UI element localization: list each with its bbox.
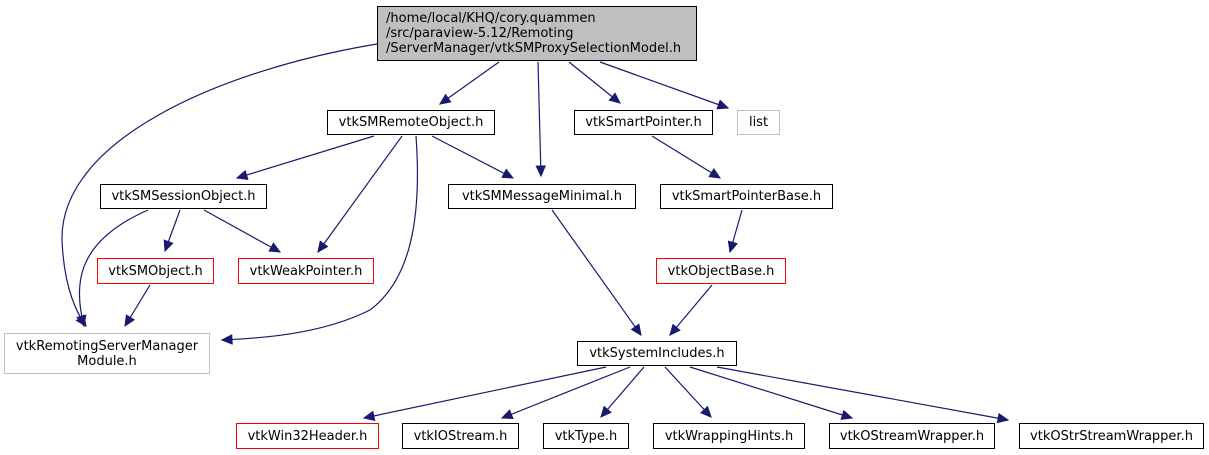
edge-objectbase-to-systemincludes — [669, 284, 713, 336]
edge-systemincludes-to-ostreamwrapper — [689, 366, 853, 419]
arrowhead-objectbase-to-systemincludes — [669, 323, 681, 336]
arrowhead-sessionobject-to-smobject — [163, 239, 174, 253]
arrowhead-root-to-remoteobject — [439, 93, 452, 105]
node-vtksmsessionobject[interactable]: vtkSMSessionObject.h — [100, 184, 267, 209]
arrowhead-systemincludes-to-type — [600, 405, 612, 418]
node-vtkostreamwrapper[interactable]: vtkOStreamWrapper.h — [829, 423, 995, 449]
node-vtkostrstreamwrapper[interactable]: vtkOStrStreamWrapper.h — [1019, 423, 1204, 449]
node-vtkiostream[interactable]: vtkIOStream.h — [402, 423, 519, 449]
node-vtksmartpointer[interactable]: vtkSmartPointer.h — [574, 110, 713, 135]
arrowhead-remoteobject-to-sessionobject — [235, 169, 249, 180]
edge-remoteobject-to-sessionobject — [236, 135, 375, 179]
node-vtktype[interactable]: vtkType.h — [543, 423, 629, 449]
arrowhead-messageminimal-to-systemincludes — [630, 323, 642, 337]
edge-systemincludes-to-iostream — [501, 366, 631, 419]
edge-remoteobject-to-module — [221, 135, 419, 341]
node-vtksmremoteobject[interactable]: vtkSMRemoteObject.h — [327, 110, 495, 135]
node-vtksmartpointerbase[interactable]: vtkSmartPointerBase.h — [660, 184, 833, 209]
edge-systemincludes-to-wrappinghints — [664, 366, 712, 418]
arrowhead-smartpointerbase-to-objectbase — [727, 240, 738, 254]
node-vtkweakpointer: vtkWeakPointer.h — [238, 258, 374, 284]
edge-root-to-messageminimal — [537, 61, 542, 177]
arrowhead-sessionobject-to-weakpointer — [268, 242, 282, 253]
arrowhead-remoteobject-to-messageminimal — [501, 168, 515, 179]
edge-systemincludes-to-ostrstreamwrapper — [716, 366, 1009, 421]
arrowhead-root-to-list — [716, 99, 730, 110]
edge-messageminimal-to-systemincludes — [551, 209, 642, 336]
edge-sessionobject-to-weakpointer — [203, 209, 281, 253]
node-vtkobjectbase: vtkObjectBase.h — [656, 258, 786, 284]
edge-systemincludes-to-type — [600, 366, 645, 418]
arrowhead-root-to-messageminimal — [535, 165, 546, 178]
node-vtksmmessageminimal[interactable]: vtkSMMessageMinimal.h — [448, 184, 636, 209]
edge-smartpointer-to-smartpointerbase — [651, 135, 721, 179]
arrowhead-systemincludes-to-ostrstreamwrapper — [996, 412, 1010, 424]
node-vtksystemincludes[interactable]: vtkSystemIncludes.h — [577, 341, 737, 366]
arrowhead-sessionobject-to-module — [76, 314, 87, 328]
node-vtkwin32header: vtkWin32Header.h — [236, 423, 379, 449]
arrowhead-smartpointer-to-smartpointerbase — [708, 168, 722, 179]
arrowhead-root-to-smartpointer — [608, 92, 621, 104]
edge-root-to-module — [61, 43, 378, 327]
node-vtkwrappinghints[interactable]: vtkWrappingHints.h — [653, 423, 805, 449]
node-root-file[interactable]: /home/local/KHQ/cory.quammen /src/paravi… — [377, 6, 697, 61]
arrowhead-remoteobject-to-weakpointer — [317, 240, 329, 253]
edge-sessionobject-to-module — [78, 209, 149, 327]
edge-root-to-list — [599, 61, 729, 109]
arrowhead-systemincludes-to-iostream — [500, 409, 514, 420]
arrowhead-systemincludes-to-win32header — [362, 410, 376, 421]
edge-systemincludes-to-win32header — [363, 366, 607, 419]
arrowhead-smobject-to-module — [124, 314, 135, 328]
arrowhead-remoteobject-to-module — [220, 334, 233, 345]
arrowhead-systemincludes-to-wrappinghints — [700, 405, 712, 418]
node-vtksmobject: vtkSMObject.h — [97, 258, 214, 284]
edge-root-to-remoteobject — [439, 61, 500, 105]
edge-remoteobject-to-weakpointer — [317, 135, 403, 253]
arrowhead-systemincludes-to-ostreamwrapper — [840, 409, 854, 420]
node-list: list — [737, 110, 780, 135]
edge-remoteobject-to-messageminimal — [431, 135, 514, 179]
node-vtkremotingservermanagermodule: vtkRemotingServerManager Module.h — [4, 333, 210, 374]
edge-root-to-smartpointer — [568, 61, 621, 104]
